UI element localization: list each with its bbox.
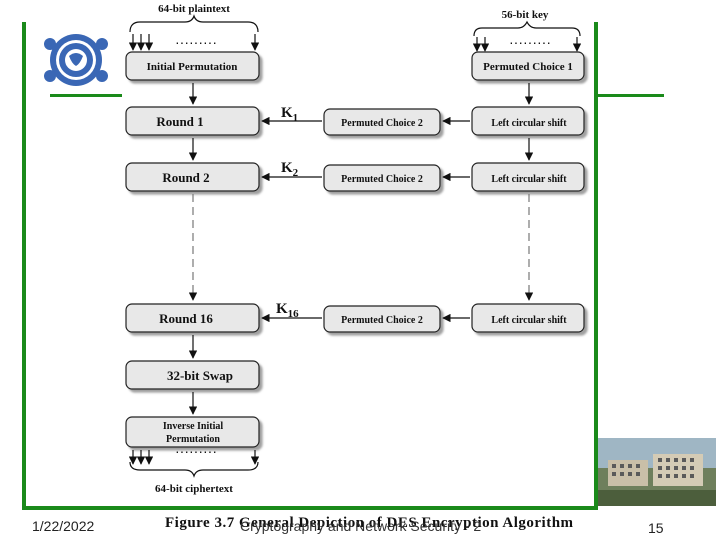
swap-box: 32-bit Swap: [125, 360, 260, 390]
shift-box-2: Left circular shift: [471, 162, 585, 192]
svg-text:Permuted Choice 1: Permuted Choice 1: [483, 61, 573, 73]
svg-text:Round 16: Round 16: [159, 311, 213, 326]
plaintext-dots: ·········: [175, 34, 217, 50]
university-logo-icon: [44, 34, 108, 86]
ciphertext-label: 64-bit ciphertext: [155, 483, 233, 495]
pc2-box-1: Permuted Choice 2: [323, 108, 441, 136]
campus-photo-icon: [598, 438, 716, 506]
key-label-16: K16: [276, 301, 299, 320]
frame-right-border: [594, 22, 598, 510]
svg-text:Permutation: Permutation: [166, 434, 220, 445]
round-2-box: Round 2: [125, 162, 260, 192]
round-16-box: Round 16: [125, 303, 260, 333]
plaintext-label: 64-bit plaintext: [158, 3, 230, 15]
header-bar-right: [598, 94, 664, 97]
svg-text:Left circular shift: Left circular shift: [491, 118, 567, 129]
svg-text:Permuted Choice 2: Permuted Choice 2: [341, 118, 423, 129]
svg-text:Round 1: Round 1: [156, 114, 203, 129]
ciphertext-output-arrows: [128, 450, 260, 465]
plaintext-brace: [129, 14, 259, 33]
svg-text:Permuted Choice 2: Permuted Choice 2: [341, 174, 423, 185]
svg-text:32-bit Swap: 32-bit Swap: [167, 368, 233, 383]
page-number: 15: [648, 520, 664, 536]
key-label-2: K2: [281, 160, 299, 179]
shift-box-16: Left circular shift: [471, 303, 585, 333]
key-dots: ·········: [509, 34, 551, 50]
key-label: 56-bit key: [502, 9, 549, 21]
footer-course-title: Cryptography and Network Security - 2: [240, 518, 482, 534]
svg-text:Left circular shift: Left circular shift: [491, 174, 567, 185]
plaintext-input-arrows: [128, 34, 260, 51]
permuted-choice-1-box: Permuted Choice 1: [471, 51, 585, 81]
key-input-arrows: [472, 37, 582, 52]
svg-text:Permuted Choice 2: Permuted Choice 2: [341, 315, 423, 326]
key-brace: [473, 20, 581, 37]
round-1-box: Round 1: [125, 106, 260, 136]
initial-permutation-box: Initial Permutation: [125, 51, 260, 81]
figure-caption: Figure 3.7 General Depiction of DES Encr…: [165, 515, 574, 531]
svg-text:Round 2: Round 2: [162, 170, 209, 185]
header-bar-left: [50, 94, 122, 97]
svg-text:Initial Permutation: Initial Permutation: [147, 61, 238, 73]
inverse-permutation-box: Inverse Initial Permutation: [125, 416, 260, 448]
svg-text:Left circular shift: Left circular shift: [491, 315, 567, 326]
svg-text:Inverse Initial: Inverse Initial: [163, 421, 224, 432]
shift-box-1: Left circular shift: [471, 106, 585, 136]
ciphertext-brace: [129, 461, 259, 478]
frame-left-border: [22, 22, 26, 510]
pc2-box-2: Permuted Choice 2: [323, 164, 441, 192]
frame-bottom-border: [22, 506, 598, 510]
key-label-1: K1: [281, 105, 298, 124]
ciphertext-dots: ·········: [175, 443, 217, 459]
pc2-box-16: Permuted Choice 2: [323, 305, 441, 333]
footer-date: 1/22/2022: [32, 518, 95, 534]
